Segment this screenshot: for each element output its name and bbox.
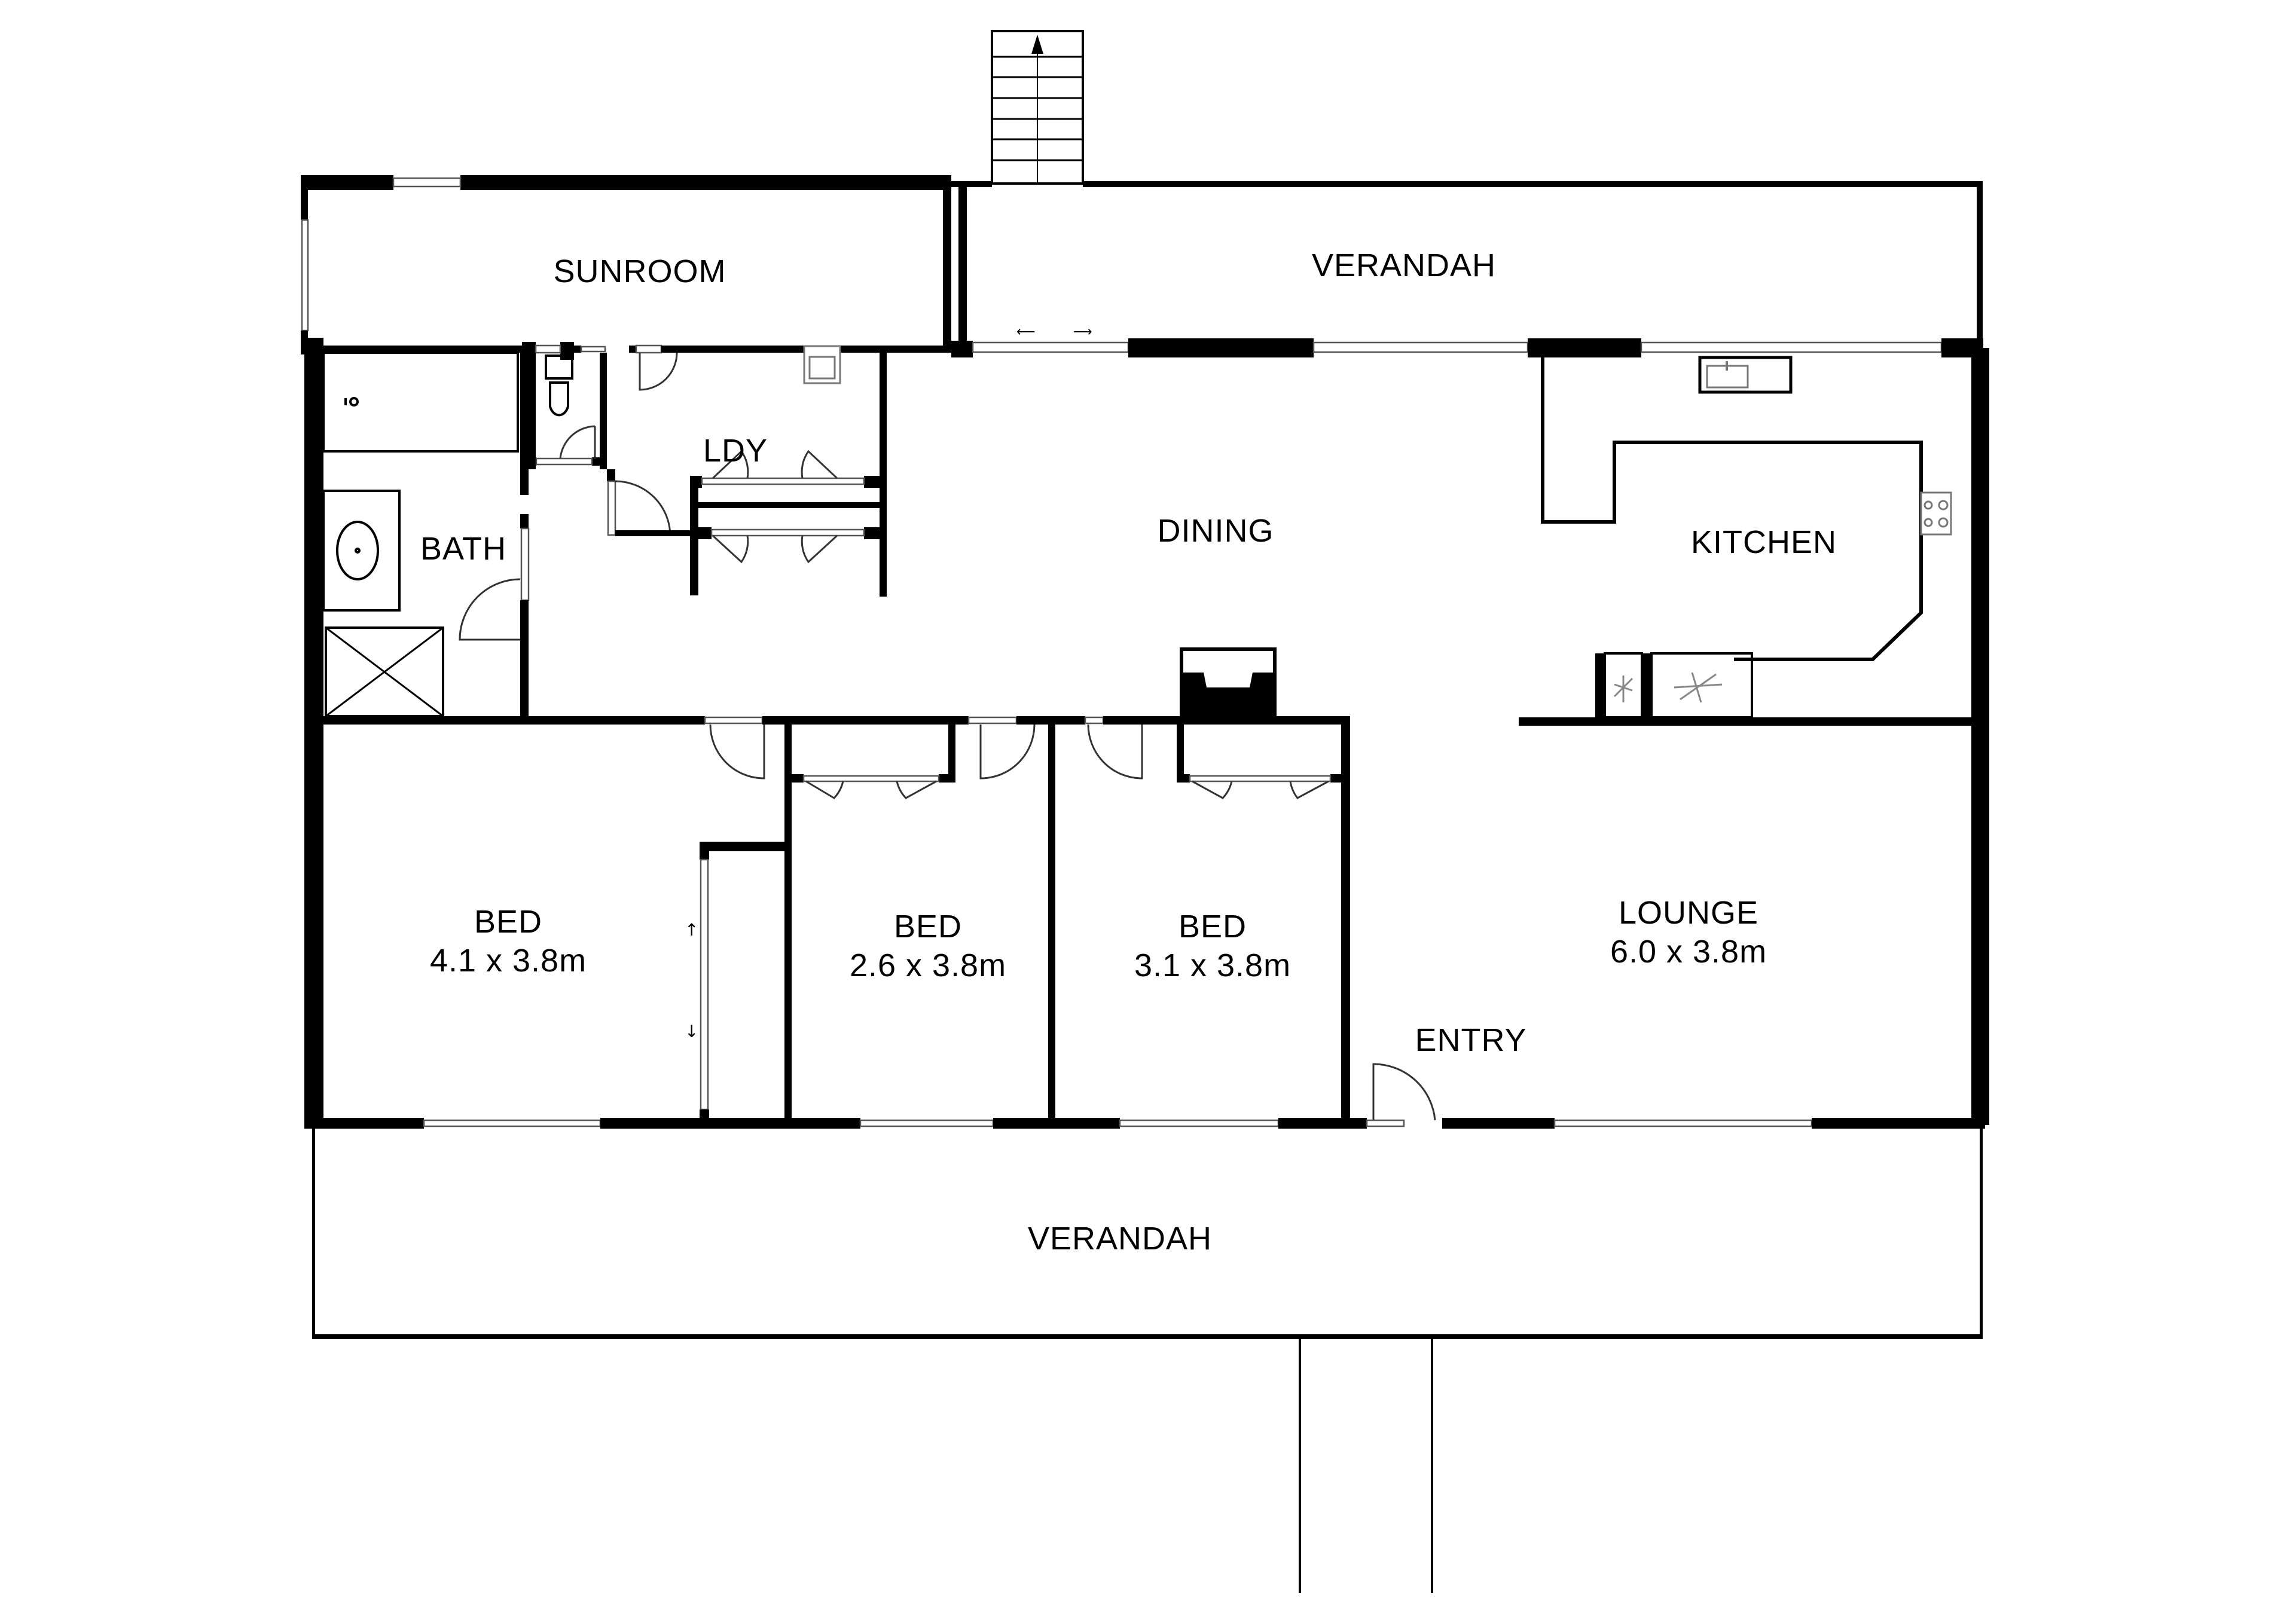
north-wall-east xyxy=(1128,338,1983,357)
bedroom-walls: ↑ ↓ xyxy=(685,716,1350,1125)
vanity-basin-icon xyxy=(322,490,401,612)
south-wall xyxy=(304,1063,1985,1129)
appliance-fan-icon xyxy=(1613,672,1723,703)
room-label-bed1: BED xyxy=(474,904,542,940)
cooktop-icon xyxy=(1920,491,1952,536)
toilet-icon xyxy=(545,354,573,380)
room-label-bath: BATH xyxy=(420,531,506,567)
front-path xyxy=(1299,1339,1433,1593)
svg-text:↓: ↓ xyxy=(685,1022,698,1041)
sunroom xyxy=(301,175,951,354)
wc xyxy=(529,353,607,469)
bathtub-icon xyxy=(322,352,519,453)
stairs-up-arrow-icon xyxy=(1031,35,1043,54)
svg-text:⟶: ⟶ xyxy=(1073,324,1092,339)
kitchen-room xyxy=(1519,356,1979,726)
stairs xyxy=(991,30,1084,185)
room-size-bed3: 3.1 x 3.8m xyxy=(1134,947,1291,983)
laundry-room xyxy=(607,345,887,597)
verandah-top xyxy=(951,181,1983,354)
room-label-verandah-top: VERANDAH xyxy=(1312,247,1496,283)
room-label-lounge: LOUNGE xyxy=(1619,895,1758,931)
room-size-bed1: 4.1 x 3.8m xyxy=(430,943,587,979)
room-label-dining: DINING xyxy=(1158,513,1274,549)
north-wall: ⟵ ⟶ xyxy=(308,324,1243,360)
room-label-sunroom: SUNROOM xyxy=(554,253,726,289)
room-label-ldy: LDY xyxy=(703,433,768,469)
sliding-door-arrows-icon: ⟵ xyxy=(1016,324,1036,339)
room-label-kitchen: KITCHEN xyxy=(1691,524,1837,560)
exterior-walls xyxy=(304,338,1989,1125)
room-label-entry: ENTRY xyxy=(1415,1022,1526,1058)
room-label-bed2: BED xyxy=(894,909,962,945)
room-labels: SUNROOM VERANDAH BATH LDY DINING KITCHEN… xyxy=(420,247,1837,1257)
verandah-bottom xyxy=(312,1125,1983,1339)
room-label-bed3: BED xyxy=(1178,909,1247,945)
room-size-lounge: 6.0 x 3.8m xyxy=(1610,934,1767,970)
room-size-bed2: 2.6 x 3.8m xyxy=(850,947,1006,983)
bath-room xyxy=(322,352,530,717)
sliding-door-arrows-icon: ↑ xyxy=(685,920,698,940)
room-label-verandah-bottom: VERANDAH xyxy=(1028,1221,1212,1257)
mid-wall xyxy=(304,647,1350,780)
fireplace-icon xyxy=(1180,647,1277,718)
